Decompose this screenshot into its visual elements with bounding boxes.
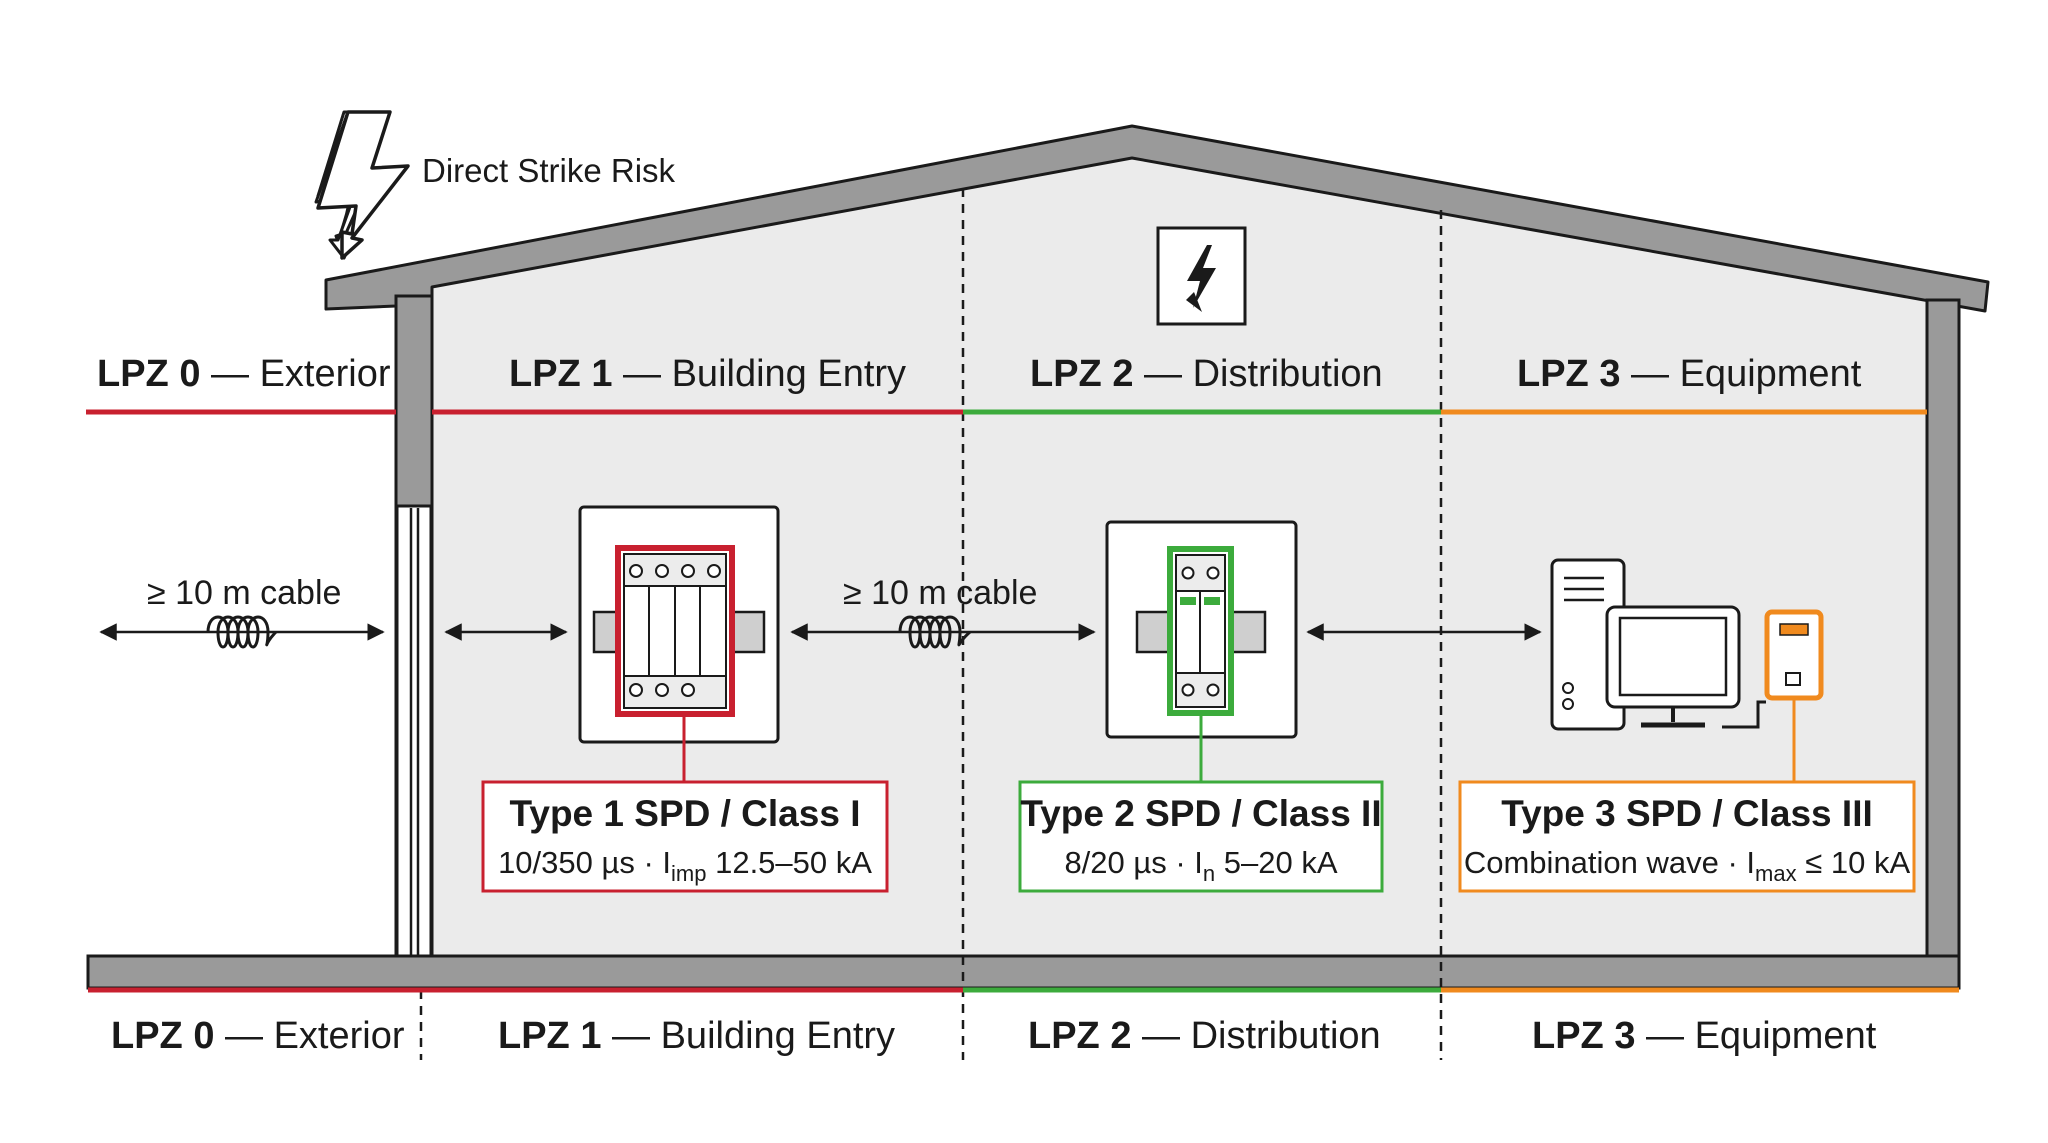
spd-type2-title: Type 2 SPD / Class II: [1020, 793, 1381, 834]
spd-type1-title: Type 1 SPD / Class I: [510, 793, 861, 834]
zone-label-top-lpz2: LPZ 2 — Distribution: [1030, 353, 1383, 395]
plug-in-protector-icon: [1764, 609, 1824, 701]
spd-type2-label-box: [1018, 780, 1384, 893]
roof: [324, 124, 1990, 313]
spd-type3-spec: Combination wave · Imax ≤ 10 kA: [1464, 845, 1911, 886]
zone-label-bottom-lpz0: LPZ 0 — Exterior: [111, 1015, 405, 1057]
computer-icon: [1550, 558, 1766, 731]
coil-icon: [898, 615, 971, 649]
spd-type1-device: [578, 505, 780, 744]
spd-type3-title: Type 3 SPD / Class III: [1501, 793, 1873, 834]
spd-type1-label-box: [481, 780, 889, 893]
zone-label-bottom-lpz3: LPZ 3 — Equipment: [1532, 1015, 1877, 1057]
lightning-bolt-icon: [316, 110, 410, 260]
cable-length-label: ≥ 10 m cable: [147, 574, 341, 612]
high-voltage-arrow-icon: [1186, 292, 1202, 312]
entry-conduit: [395, 504, 433, 958]
zone-label-bottom-lpz2: LPZ 2 — Distribution: [1028, 1015, 1381, 1057]
spd-type2-spec: 8/20 µs · In 5–20 kA: [1064, 845, 1337, 886]
strike-label: Direct Strike Risk: [422, 152, 676, 189]
spd-type3-label-box: [1458, 780, 1916, 893]
right-wall: [1925, 298, 1961, 962]
coil-icon: [206, 615, 278, 649]
high-voltage-bolt-icon: [1187, 245, 1216, 308]
zone-label-bottom-lpz1: LPZ 1 — Building Entry: [498, 1015, 895, 1057]
zone-label-top-lpz1: LPZ 1 — Building Entry: [509, 353, 906, 395]
spd-type1-spec: 10/350 µs · Iimp 12.5–50 kA: [498, 845, 872, 886]
zone-label-top-lpz0: LPZ 0 — Exterior: [97, 353, 391, 395]
spd-type2-device: [1105, 520, 1298, 739]
cable-length-label: ≥ 10 m cable: [843, 574, 1037, 612]
ground-slab: [86, 954, 1961, 990]
zone-label-top-lpz3: LPZ 3 — Equipment: [1517, 353, 1862, 395]
